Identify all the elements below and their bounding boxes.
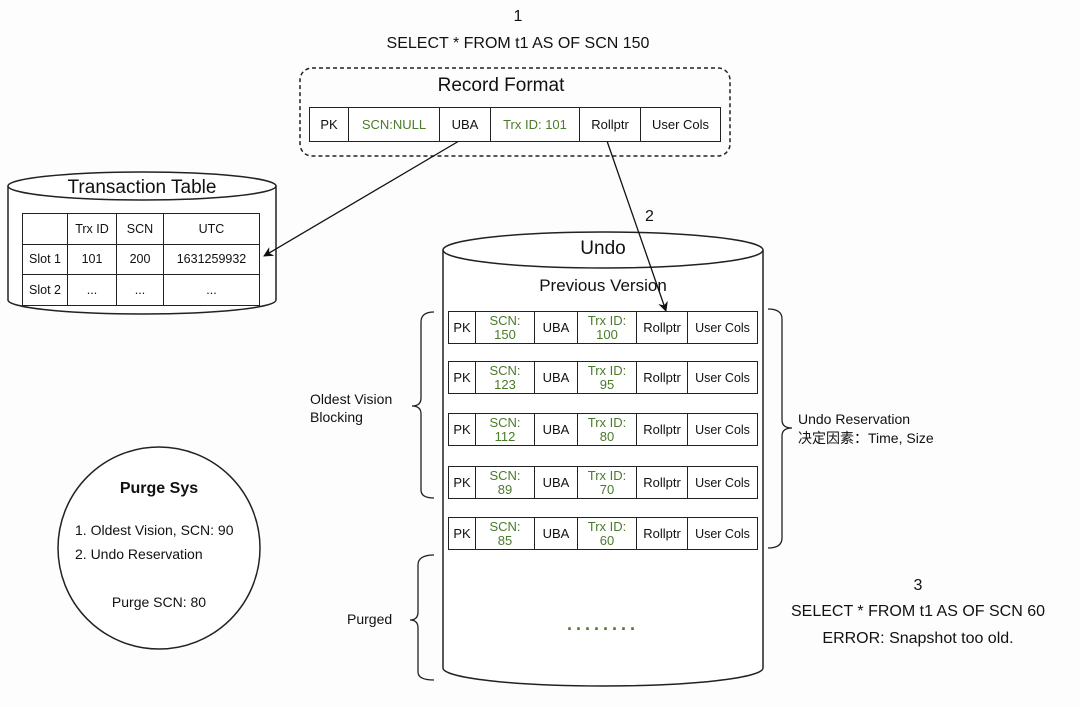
oldest-vision-line2: Blocking — [310, 409, 363, 425]
field-rollptr: Rollptr — [636, 517, 688, 550]
oldest-vision-brace — [411, 311, 435, 499]
transaction-table: Trx ID SCN UTC Slot 1 101 200 1631259932… — [22, 213, 260, 306]
field-uba: UBA — [534, 361, 578, 394]
field-pk: PK — [448, 517, 476, 550]
field-user-cols: User Cols — [687, 466, 758, 499]
field-rollptr: Rollptr — [579, 107, 641, 142]
field-uba: UBA — [439, 107, 491, 142]
field-pk: PK — [448, 413, 476, 446]
undo-reservation-line1: Undo Reservation — [798, 411, 911, 427]
field-trx-id: Trx ID:80 — [577, 413, 637, 446]
purge-sys-title: Purge Sys — [119, 480, 199, 497]
field-trx-id: Trx ID:100 — [577, 311, 637, 344]
step-3-label: 3 — [913, 577, 923, 594]
undo-version-row: PK SCN:89 UBA Trx ID:70 Rollptr User Col… — [448, 466, 758, 499]
table-cell: ... — [116, 274, 164, 306]
field-scn: SCN:123 — [475, 361, 535, 394]
transaction-table-title: Transaction Table — [67, 177, 217, 198]
field-rollptr: Rollptr — [636, 413, 688, 446]
field-uba: UBA — [534, 517, 578, 550]
field-scn: SCN:112 — [475, 413, 535, 446]
field-trx-id: Trx ID:60 — [577, 517, 637, 550]
header-cell: Trx ID — [67, 213, 117, 245]
step-2-label: 2 — [645, 208, 654, 225]
purged-brace — [409, 554, 435, 681]
table-cell: 1631259932 — [163, 243, 260, 276]
query-3-error: ERROR: Snapshot too old. — [822, 630, 1014, 647]
undo-reservation-label: Undo Reservation 决定因素：Time, Size — [798, 410, 934, 448]
header-cell: UTC — [163, 213, 260, 245]
table-row: Slot 2 ... ... ... — [22, 274, 260, 306]
oldest-vision-label: Oldest Vision Blocking — [310, 390, 392, 426]
record-format-title: Record Format — [437, 75, 565, 96]
undo-title: Undo — [580, 238, 626, 259]
undo-reservation-brace — [767, 308, 793, 549]
field-user-cols: User Cols — [687, 517, 758, 550]
field-user-cols: User Cols — [687, 311, 758, 344]
field-scn: SCN:NULL — [348, 107, 440, 142]
record-format-row: PK SCN:NULL UBA Trx ID: 101 Rollptr User… — [309, 107, 721, 142]
table-cell: Slot 2 — [22, 274, 68, 306]
record-format-box — [299, 67, 731, 157]
purge-sys-circle — [57, 446, 261, 650]
query-1-sql: SELECT * FROM t1 AS OF SCN 150 — [386, 35, 650, 52]
more-versions-ellipsis: ........ — [566, 614, 639, 634]
rollptr-arrow — [606, 140, 668, 312]
undo-version-row: PK SCN:123 UBA Trx ID:95 Rollptr User Co… — [448, 361, 758, 394]
field-rollptr: Rollptr — [636, 466, 688, 499]
undo-version-row: PK SCN:85 UBA Trx ID:60 Rollptr User Col… — [448, 517, 758, 550]
oldest-vision-line1: Oldest Vision — [310, 391, 393, 407]
undo-subtitle: Previous Version — [539, 276, 667, 295]
header-cell — [22, 213, 68, 245]
header-cell: SCN — [116, 213, 164, 245]
undo-version-row: PK SCN:150 UBA Trx ID:100 Rollptr User C… — [448, 311, 758, 344]
undo-version-row: PK SCN:112 UBA Trx ID:80 Rollptr User Co… — [448, 413, 758, 446]
table-cell: 101 — [67, 243, 117, 276]
field-trx-id: Trx ID:95 — [577, 361, 637, 394]
purged-label: Purged — [347, 611, 393, 627]
field-uba: UBA — [534, 311, 578, 344]
field-user-cols: User Cols — [640, 107, 721, 142]
table-cell: Slot 1 — [22, 243, 68, 276]
field-rollptr: Rollptr — [636, 361, 688, 394]
table-cell: ... — [163, 274, 260, 306]
field-pk: PK — [448, 466, 476, 499]
field-scn: SCN:150 — [475, 311, 535, 344]
step-1-label: 1 — [513, 8, 523, 25]
field-pk: PK — [448, 311, 476, 344]
field-pk: PK — [309, 107, 349, 142]
undo-reservation-line2: 决定因素：Time, Size — [798, 430, 934, 446]
field-scn: SCN:85 — [475, 517, 535, 550]
field-user-cols: User Cols — [687, 361, 758, 394]
table-row: Slot 1 101 200 1631259932 — [22, 243, 260, 276]
purge-sys-item: 2. Undo Reservation — [75, 546, 203, 562]
purge-sys-item: 1. Oldest Vision, SCN: 90 — [75, 522, 234, 538]
transaction-table-header: Trx ID SCN UTC — [22, 213, 260, 245]
field-pk: PK — [448, 361, 476, 394]
field-user-cols: User Cols — [687, 413, 758, 446]
table-cell: ... — [67, 274, 117, 306]
table-cell: 200 — [116, 243, 164, 276]
field-uba: UBA — [534, 466, 578, 499]
field-scn: SCN:89 — [475, 466, 535, 499]
field-trx-id: Trx ID: 101 — [490, 107, 580, 142]
query-3-sql: SELECT * FROM t1 AS OF SCN 60 — [791, 603, 1045, 620]
purge-scn-result: Purge SCN: 80 — [111, 594, 207, 610]
field-rollptr: Rollptr — [636, 311, 688, 344]
uba-arrow — [263, 140, 460, 257]
field-uba: UBA — [534, 413, 578, 446]
field-trx-id: Trx ID:70 — [577, 466, 637, 499]
